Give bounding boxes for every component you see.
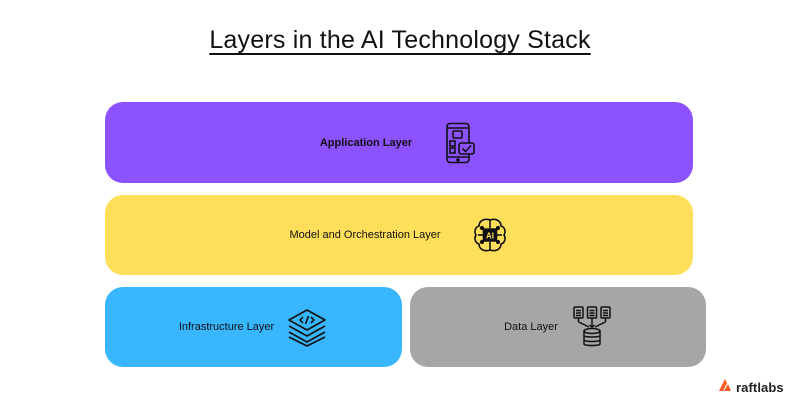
application-layer-label: Application Layer xyxy=(319,136,413,149)
svg-text:AI: AI xyxy=(486,231,494,240)
infrastructure-layer-box: Infrastructure Layer xyxy=(105,287,402,367)
diagram-title: Layers in the AI Technology Stack xyxy=(209,26,591,54)
application-layer-box: Application Layer xyxy=(105,102,693,183)
code-layers-icon xyxy=(286,307,328,347)
documents-database-icon xyxy=(572,305,612,349)
raftlabs-mark-icon xyxy=(718,378,732,397)
ai-brain-icon: AI xyxy=(471,216,509,254)
brand-name: raftlabs xyxy=(736,380,784,395)
infrastructure-layer-label: Infrastructure Layer xyxy=(178,321,275,333)
mobile-app-check-icon xyxy=(444,122,478,164)
data-layer-box: Data Layer xyxy=(410,287,706,367)
data-layer-label: Data Layer xyxy=(504,321,558,333)
model-orchestration-layer-box: Model and Orchestration Layer AI xyxy=(105,195,693,275)
raftlabs-logo: raftlabs xyxy=(718,378,784,397)
model-orchestration-layer-label: Model and Orchestration Layer xyxy=(289,229,441,241)
